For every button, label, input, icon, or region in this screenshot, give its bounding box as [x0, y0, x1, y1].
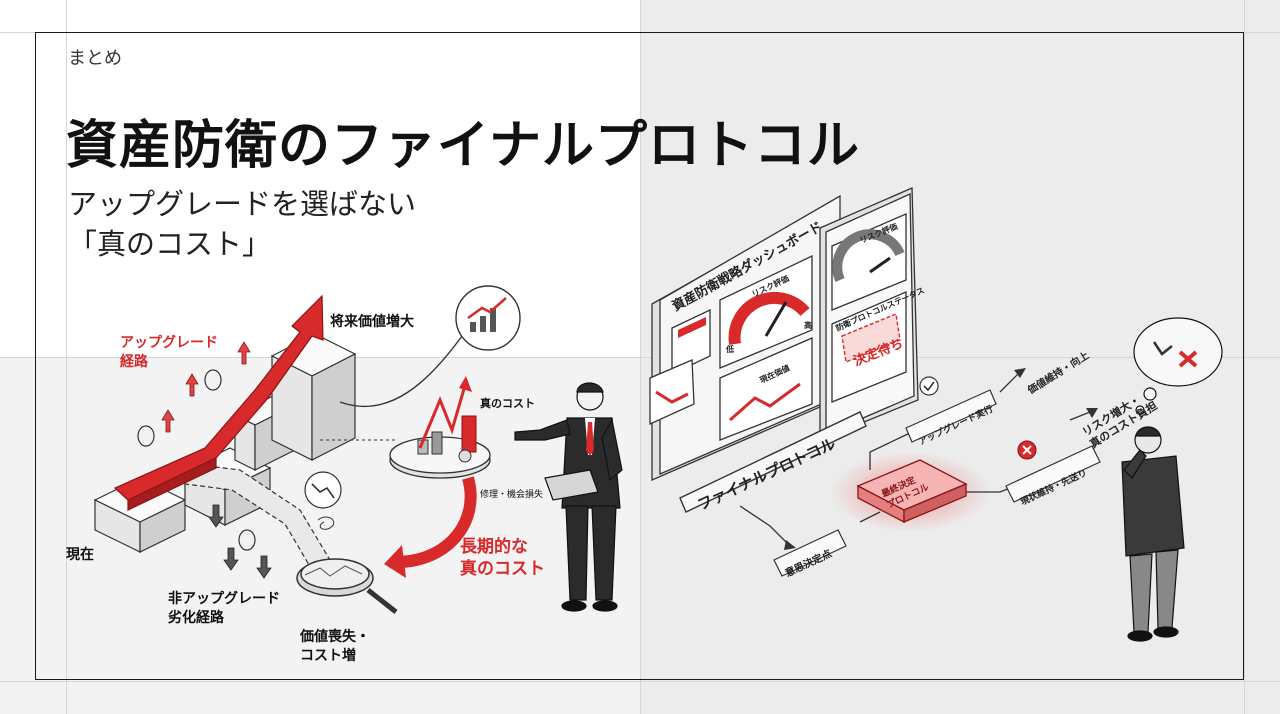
gauge-high-label: 高 — [804, 321, 812, 330]
true-cost-label: 真のコスト — [480, 397, 535, 410]
grid-line — [1244, 0, 1245, 714]
final-decision-box — [856, 459, 968, 524]
future-value-label: 将来価値増大 — [330, 314, 414, 330]
flow-boxes — [773, 389, 1101, 577]
final-protocol-bar — [679, 411, 867, 513]
yen-coin-icons — [137, 369, 256, 551]
slide-frame — [35, 32, 1244, 680]
thinking-man-figure — [1121, 317, 1223, 642]
upgrade-arrow — [113, 294, 324, 511]
growth-chart-bubble — [339, 285, 521, 408]
non-upgrade-path-label: 非アップグレード 劣化経路 — [168, 591, 280, 626]
gauge-low-label: 低 — [726, 345, 734, 354]
value-loss-label: 価値喪失・ コスト増 — [300, 629, 370, 664]
current-label: 現在 — [66, 547, 94, 563]
upgrade-path-label: アップグレード 経路 — [120, 335, 218, 370]
page-title: 資産防衛のファイナルプロトコル — [66, 116, 860, 176]
subtitle-line-1: アップグレードを選ばない — [68, 187, 417, 221]
grid-line — [66, 0, 67, 714]
section-label: まとめ — [68, 48, 122, 69]
presenter-figure — [514, 382, 623, 612]
small-up-arrows — [161, 341, 251, 433]
dashboard-details — [655, 229, 905, 422]
subtitle-line-2: 「真のコスト」 — [68, 227, 272, 261]
long-term-cost-label: 長期的な 真のコスト — [460, 537, 545, 579]
magnifier-icon — [296, 558, 398, 614]
true-cost-platter — [320, 376, 491, 479]
subtitle: アップグレードを選ばない 「真のコスト」 — [68, 184, 416, 264]
grid-line — [640, 0, 641, 714]
long-term-cost-arrow — [384, 476, 477, 578]
small-down-arrows — [208, 504, 272, 579]
flow-arrowheads — [784, 368, 1098, 550]
decline-chart-bubble — [304, 471, 342, 530]
repair-loss-label: 修理・機会損失 — [480, 490, 544, 500]
check-icon — [919, 376, 939, 396]
